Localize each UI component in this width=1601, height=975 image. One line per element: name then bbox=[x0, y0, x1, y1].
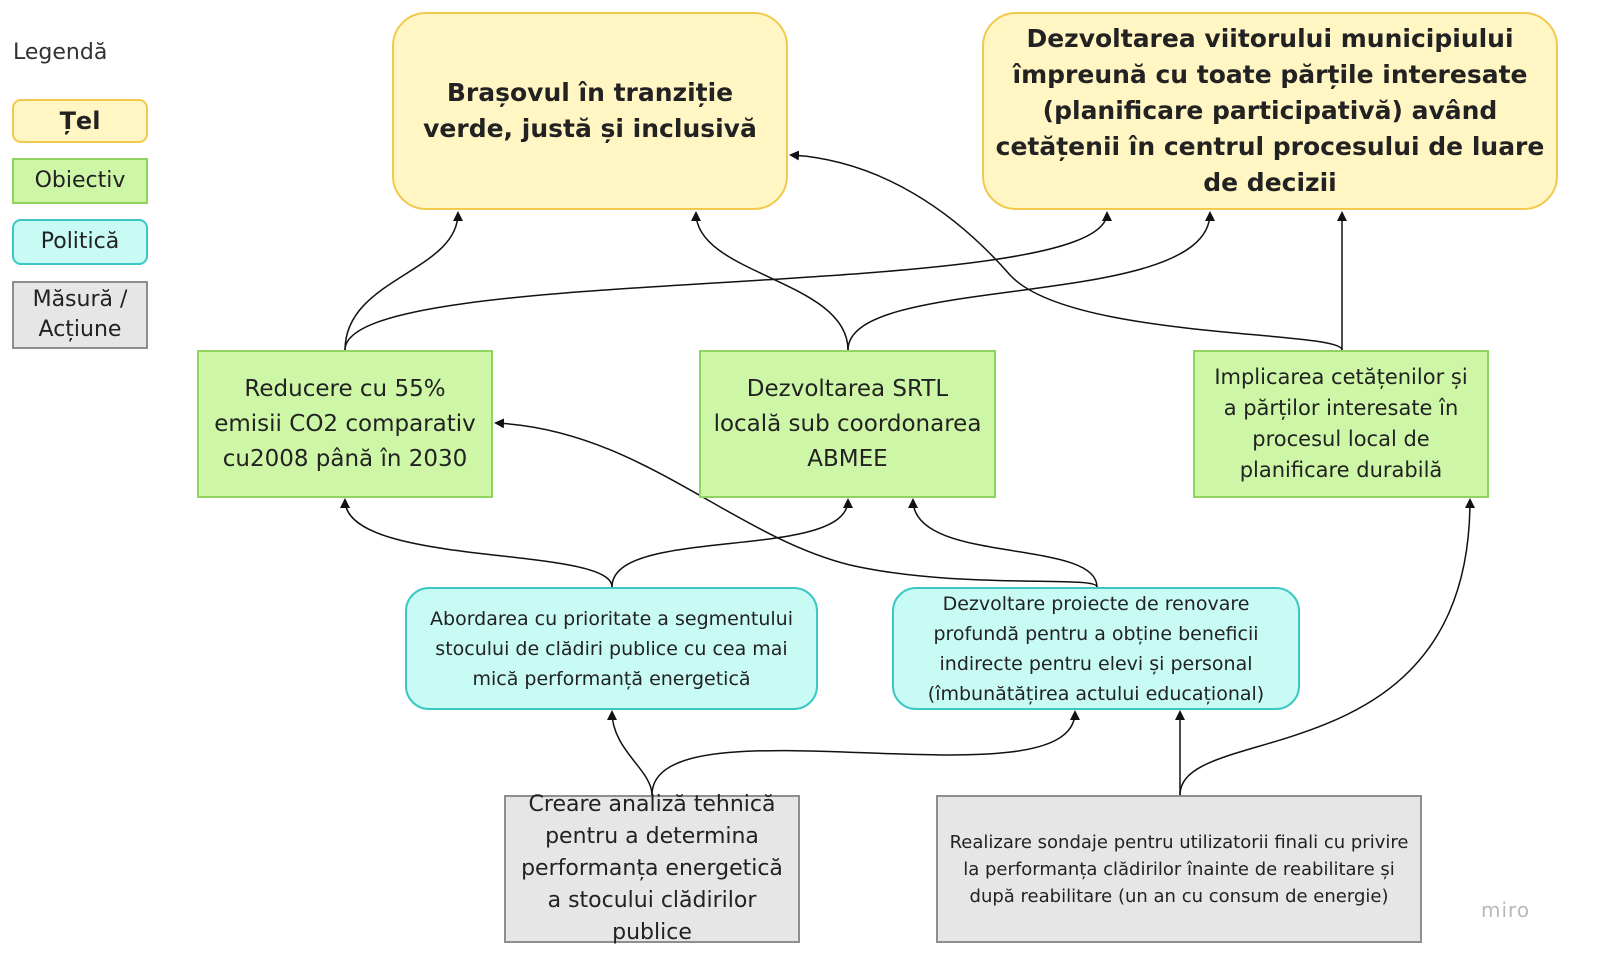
connector-analysis-to-renovation bbox=[651, 710, 1080, 796]
legend-policy: Politică bbox=[12, 219, 148, 265]
connector-co2-to-participatory bbox=[344, 211, 1112, 351]
goal-brasov: Brașovul în tranziție verde, justă și in… bbox=[392, 12, 788, 210]
legend-measure-label: Măsură / Acțiune bbox=[32, 287, 128, 342]
measure-analysis: Creare analiză tehnică pentru a determin… bbox=[504, 792, 800, 945]
legend-title: Legendă bbox=[13, 40, 108, 65]
measure-surveys: Realizare sondaje pentru utilizatorii fi… bbox=[936, 795, 1422, 943]
objective-co2-text: Reducere cu 55% emisii CO2 comparativ cu… bbox=[214, 375, 476, 472]
objective-citizens: Implicarea cetățenilor și a părților int… bbox=[1193, 350, 1489, 498]
connector-priority-to-srtl bbox=[611, 498, 853, 588]
legend-objective: Obiectiv bbox=[12, 158, 148, 204]
measure-surveys-text: Realizare sondaje pentru utilizatorii fi… bbox=[949, 831, 1409, 907]
connector-surveys-to-citizens bbox=[1179, 498, 1475, 796]
goal-participatory: Dezvoltarea viitorului municipiului împr… bbox=[982, 12, 1558, 210]
legend-policy-label: Politică bbox=[40, 229, 120, 254]
goal-brasov-text: Brașovul în tranziție verde, justă și in… bbox=[423, 78, 757, 143]
objective-co2: Reducere cu 55% emisii CO2 comparativ cu… bbox=[197, 350, 493, 498]
connector-srtl-to-participatory bbox=[847, 211, 1215, 351]
goal-participatory-text: Dezvoltarea viitorului municipiului împr… bbox=[995, 24, 1545, 197]
connector-co2-to-brasov bbox=[344, 211, 463, 351]
connector-renovation-to-srtl bbox=[908, 498, 1098, 588]
connector-renovation-to-co2 bbox=[494, 418, 1098, 588]
objective-citizens-text: Implicarea cetățenilor și a părților int… bbox=[1214, 365, 1468, 482]
legend-goal: Țel bbox=[12, 99, 148, 143]
connector-priority-to-co2 bbox=[340, 498, 613, 588]
policy-priority-text: Abordarea cu prioritate a segmentului st… bbox=[430, 607, 793, 690]
policy-priority: Abordarea cu prioritate a segmentului st… bbox=[405, 587, 818, 710]
connector-analysis-to-priority bbox=[607, 710, 653, 796]
policy-renovation-text: Dezvoltare proiecte de renovare profundă… bbox=[927, 592, 1265, 705]
measure-analysis-text: Creare analiză tehnică pentru a determin… bbox=[521, 792, 783, 945]
policy-renovation: Dezvoltare proiecte de renovare profundă… bbox=[892, 587, 1300, 710]
miro-watermark: miro bbox=[1481, 898, 1531, 922]
objective-srtl: Dezvoltarea SRTL locală sub coordonarea … bbox=[699, 350, 996, 498]
objective-srtl-text: Dezvoltarea SRTL locală sub coordonarea … bbox=[713, 375, 982, 472]
connector-srtl-to-brasov bbox=[691, 211, 849, 351]
legend-objective-label: Obiectiv bbox=[34, 168, 126, 193]
legend-goal-label: Țel bbox=[59, 107, 101, 135]
connector-citizens-to-brasov bbox=[789, 150, 1343, 351]
legend-measure: Măsură / Acțiune bbox=[12, 281, 148, 349]
